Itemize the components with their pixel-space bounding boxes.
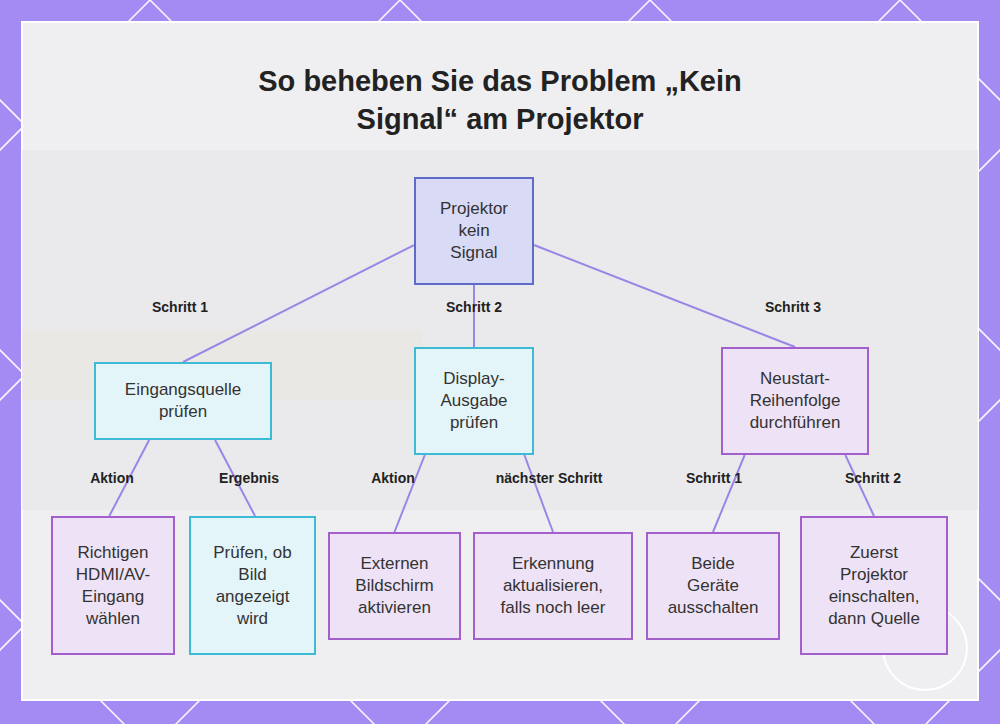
step-box: Display-Ausgabe prüfen — [414, 347, 534, 455]
step-box: Prüfen, ob Bild angezeigt wird — [189, 516, 316, 655]
root-box: Projektor kein Signal — [414, 177, 534, 285]
node-text: Prüfen, ob Bild angezeigt wird — [212, 542, 293, 630]
edge-label: Ergebnis — [219, 470, 279, 486]
step-box: Zuerst Projektor einschalten, dann Quell… — [800, 516, 948, 655]
edge-label: Schritt 1 — [686, 470, 742, 486]
step-box: Eingangsquelle prüfen — [94, 362, 272, 440]
edge-label: Aktion — [371, 470, 415, 486]
node-text: Display-Ausgabe prüfen — [438, 368, 510, 434]
connector — [473, 285, 475, 347]
edge-label: nächster Schritt — [496, 470, 603, 486]
node-text: Richtigen HDMI/AV-Eingang wählen — [67, 542, 159, 630]
edge-label: Schritt 2 — [446, 299, 502, 315]
panel — [22, 22, 978, 700]
step-box: Neustart-Reihenfolge durchführen — [721, 347, 869, 455]
photo-shade — [22, 150, 978, 510]
step-box: Erkennung aktualisieren, falls noch leer — [473, 532, 633, 640]
node-text: Externen Bildschirm aktivieren — [344, 553, 445, 619]
edge-label: Aktion — [90, 470, 134, 486]
diagram-title: So beheben Sie das Problem „Kein Signal“… — [220, 62, 780, 138]
step-box: Richtigen HDMI/AV-Eingang wählen — [51, 516, 175, 655]
connector — [534, 245, 795, 347]
edge-label: Schritt 2 — [845, 470, 901, 486]
node-text: Projektor kein Signal — [438, 198, 510, 264]
connector — [395, 455, 425, 532]
node-text: Beide Geräte ausschalten — [665, 553, 761, 619]
edge-label: Schritt 3 — [765, 299, 821, 315]
node-text: Zuerst Projektor einschalten, dann Quell… — [821, 542, 927, 630]
node-text: Neustart-Reihenfolge durchführen — [743, 368, 847, 434]
connector — [713, 455, 745, 532]
connector — [524, 455, 553, 532]
node-text: Erkennung aktualisieren, falls noch leer — [495, 553, 611, 619]
connector — [183, 245, 414, 362]
step-box: Beide Geräte ausschalten — [646, 532, 780, 640]
node-text: Eingangsquelle prüfen — [116, 379, 250, 423]
edge-label: Schritt 1 — [152, 299, 208, 315]
step-box: Externen Bildschirm aktivieren — [328, 532, 461, 640]
